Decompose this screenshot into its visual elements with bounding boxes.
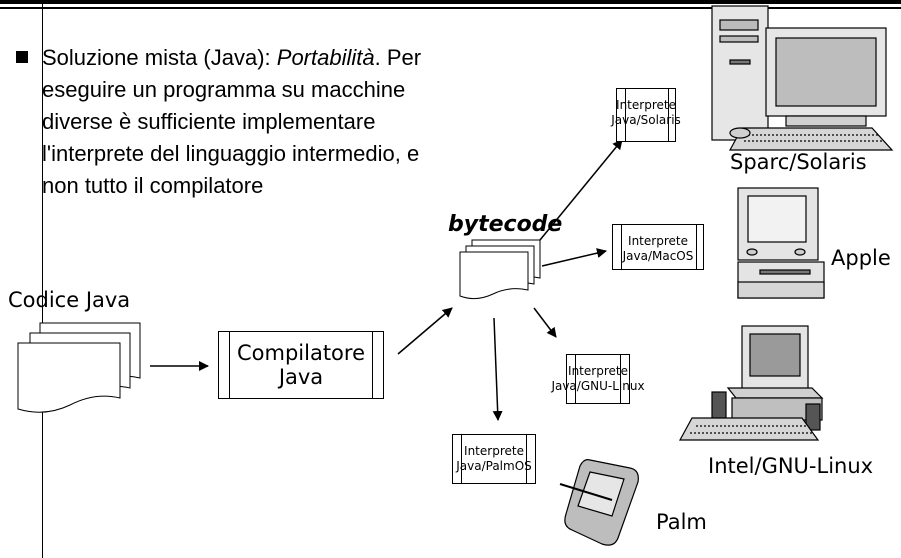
compiler-label-line2: Java (278, 365, 324, 389)
bullet-line-1-italic: Portabilità (276, 45, 375, 70)
source-code-label: Codice Java (8, 288, 131, 312)
intel-pc-icon (678, 325, 824, 441)
arrow-compiler-to-bytecode (397, 307, 453, 355)
intel-linux-label: Intel/GNU-Linux (708, 454, 874, 478)
interpreter-linux-line1: Interprete (568, 364, 628, 378)
apple-label: Apple (831, 246, 891, 270)
bytecode-label: bytecode (448, 212, 563, 237)
palm-label: Palm (656, 510, 707, 534)
bullet-line-3: diverse è sufficiente implementare (42, 109, 376, 134)
arrow-bytecode-to-linux (533, 307, 557, 338)
bullet-line-5: non tutto il compilatore (42, 173, 264, 198)
source-document-stack-icon (17, 322, 141, 413)
bullet-line-1: Soluzione mista (Java): (42, 45, 277, 70)
interpreter-palmos-line2: Java/PalmOS (456, 459, 532, 473)
interpreter-macos-line1: Interprete (628, 234, 688, 248)
top-rule-thin (0, 7, 901, 9)
sparc-computer-icon (711, 5, 894, 151)
interpreter-solaris-line1: Interprete (616, 98, 676, 112)
interpreter-box-solaris: Interprete Java/Solaris (611, 88, 681, 142)
interpreter-palmos-line1: Interprete (464, 444, 524, 458)
interpreter-box-palmos: Interprete Java/PalmOS (452, 434, 536, 484)
arrow-bytecode-to-solaris (539, 139, 623, 241)
left-margin-line (42, 0, 43, 558)
interpreter-box-macos: Interprete Java/MacOS (612, 224, 704, 270)
palm-device-icon (559, 459, 639, 546)
apple-computer-icon (737, 187, 825, 299)
interpreter-solaris-line2: Java/Solaris (611, 113, 681, 127)
bullet-paragraph: Soluzione mista (Java): Portabilità. Per… (16, 42, 536, 202)
compiler-label-line1: Compilatore (236, 341, 365, 365)
bullet-line-4: l'interprete del linguaggio intermedio, … (42, 141, 420, 166)
bullet-line-1-rest: . Per (374, 45, 422, 70)
top-rule-thick (0, 0, 901, 4)
arrow-bytecode-to-macos (541, 248, 607, 267)
interpreter-linux-line2: Java/GNU-Linux (551, 379, 645, 393)
interpreter-box-linux: Interprete Java/GNU-Linux (551, 354, 645, 404)
bullet-line-2: eseguire un programma su macchine (42, 77, 406, 102)
compiler-box: Compilatore Java (218, 331, 384, 399)
bullet-square-icon (16, 51, 28, 63)
sparc-solaris-label: Sparc/Solaris (730, 150, 867, 174)
bytecode-document-stack-icon (459, 239, 541, 300)
arrow-bytecode-to-palmos (492, 317, 503, 421)
interpreter-macos-line2: Java/MacOS (622, 249, 694, 263)
